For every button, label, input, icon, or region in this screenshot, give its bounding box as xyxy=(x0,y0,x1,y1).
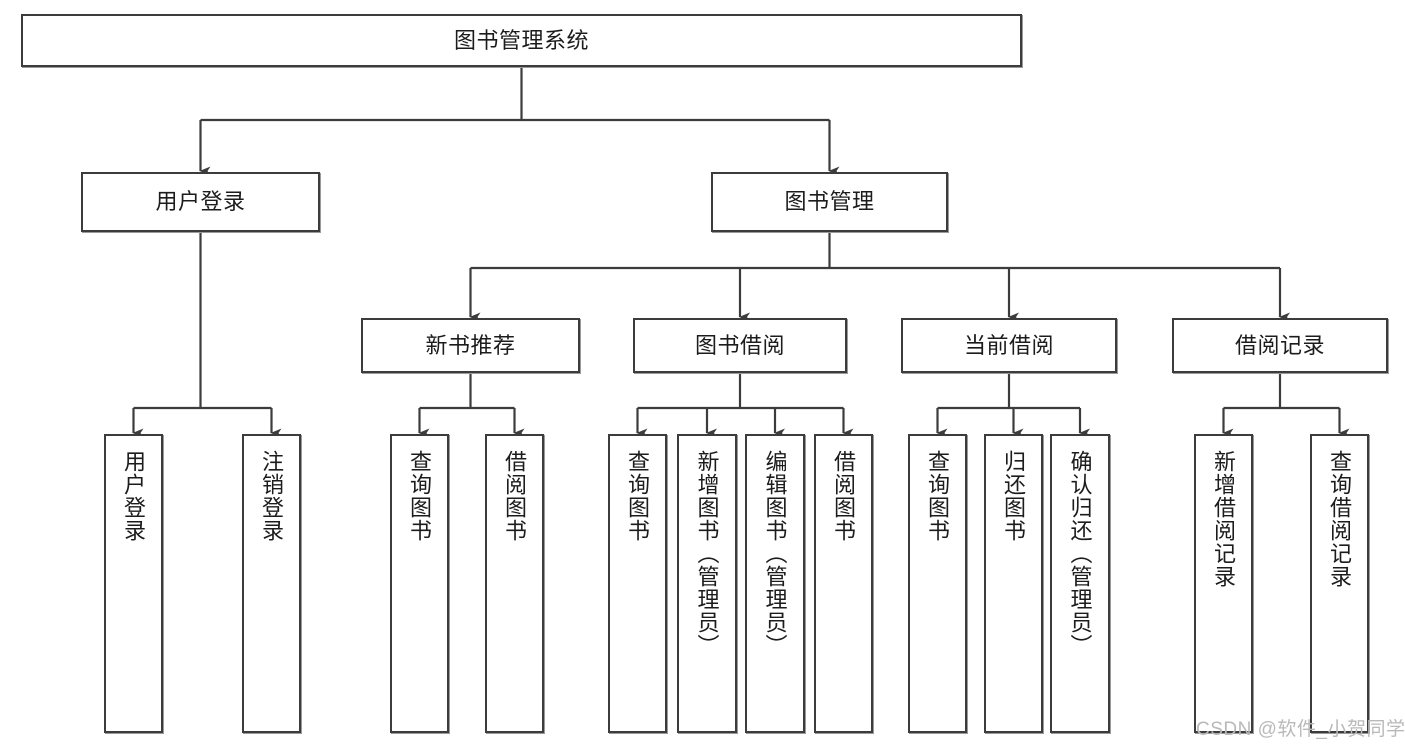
node-bookmgmt: 图书管理 xyxy=(711,172,948,232)
node-root: 图书管理系统 xyxy=(21,14,1022,67)
node-label: 图书借阅 xyxy=(694,332,785,358)
node-newbooks: 新书推荐 xyxy=(361,318,580,373)
node-label: 查询图书 xyxy=(625,450,651,542)
node-leaf9: 查询图书 xyxy=(908,434,967,733)
node-login: 用户登录 xyxy=(81,172,320,232)
node-label: 查询图书 xyxy=(925,450,951,542)
node-label: 借阅记录 xyxy=(1234,332,1325,358)
csdn-watermark: CSDN @软件_小贺同学 xyxy=(1196,719,1405,740)
node-leaf2: 注销登录 xyxy=(242,434,301,733)
node-label: 当前借阅 xyxy=(963,332,1054,358)
node-leaf5: 查询图书 xyxy=(608,434,667,733)
node-label: 借阅图书 xyxy=(502,450,528,542)
node-leaf13: 查询借阅记录 xyxy=(1310,434,1369,733)
node-label: 确认归还（管理员） xyxy=(1067,450,1093,657)
node-label: 借阅图书 xyxy=(831,450,857,542)
node-label: 查询借阅记录 xyxy=(1327,450,1353,588)
node-leaf1: 用户登录 xyxy=(104,434,163,733)
node-label: 用户登录 xyxy=(155,189,246,215)
node-leaf12: 新增借阅记录 xyxy=(1194,434,1253,733)
node-leaf11: 确认归还（管理员） xyxy=(1050,434,1110,733)
node-leaf10: 归还图书 xyxy=(984,434,1043,733)
node-label: 归还图书 xyxy=(1001,450,1027,542)
node-label: 编辑图书（管理员） xyxy=(762,450,788,657)
node-leaf3: 查询图书 xyxy=(390,434,449,733)
node-label: 图书管理 xyxy=(784,189,875,215)
node-label: 用户登录 xyxy=(121,450,147,542)
node-leaf6: 新增图书（管理员） xyxy=(677,434,737,733)
node-label: 图书管理系统 xyxy=(453,27,589,53)
node-label: 新增借阅记录 xyxy=(1211,450,1237,588)
node-leaf7: 编辑图书（管理员） xyxy=(745,434,805,733)
node-borrow: 图书借阅 xyxy=(633,318,847,373)
node-label: 查询图书 xyxy=(407,450,433,542)
node-label: 注销登录 xyxy=(259,450,285,542)
node-records: 借阅记录 xyxy=(1172,318,1388,373)
node-label: 新书推荐 xyxy=(425,332,516,358)
node-current: 当前借阅 xyxy=(901,318,1117,373)
node-label: 新增图书（管理员） xyxy=(694,450,720,657)
node-leaf8: 借阅图书 xyxy=(814,434,873,733)
node-leaf4: 借阅图书 xyxy=(485,434,544,733)
